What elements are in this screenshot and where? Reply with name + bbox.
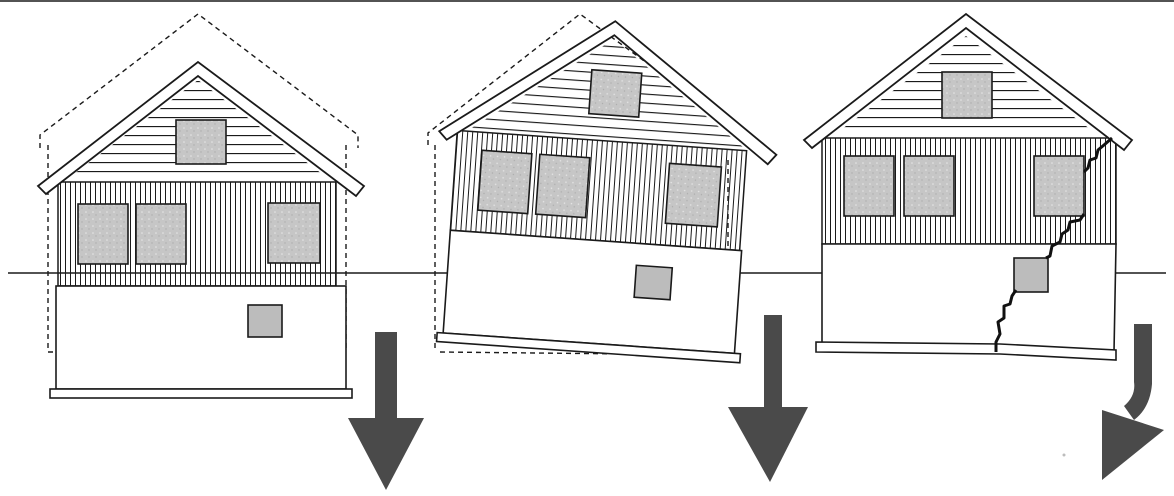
house-uniform-settlement bbox=[36, 13, 366, 399]
house-differential-settlement bbox=[802, 12, 1134, 361]
window bbox=[903, 155, 955, 217]
basement-window bbox=[1013, 257, 1049, 293]
window bbox=[664, 162, 723, 228]
roof bbox=[802, 12, 1134, 152]
settlement-arrow-2 bbox=[728, 315, 808, 482]
attic-window bbox=[175, 119, 227, 165]
structural-crack bbox=[994, 136, 1113, 352]
settlement-arrow-1 bbox=[348, 332, 424, 490]
footing bbox=[815, 341, 1117, 361]
foundation bbox=[55, 285, 347, 390]
window bbox=[135, 203, 187, 265]
footing bbox=[49, 388, 353, 399]
foundation bbox=[442, 229, 743, 355]
window bbox=[476, 149, 533, 215]
attic-window bbox=[587, 68, 643, 118]
window bbox=[77, 203, 129, 265]
footing bbox=[435, 331, 742, 364]
roof bbox=[36, 60, 366, 198]
basement-window bbox=[633, 264, 674, 301]
basement-window bbox=[247, 304, 283, 338]
window bbox=[843, 155, 895, 217]
window bbox=[1033, 155, 1085, 217]
attic-window bbox=[941, 71, 993, 119]
window bbox=[534, 153, 591, 219]
foundation bbox=[821, 243, 1117, 353]
house-tilting-settlement bbox=[427, 13, 778, 364]
roof bbox=[437, 20, 778, 166]
settlement-arrow-3-curved bbox=[1102, 324, 1164, 480]
window bbox=[267, 202, 321, 264]
